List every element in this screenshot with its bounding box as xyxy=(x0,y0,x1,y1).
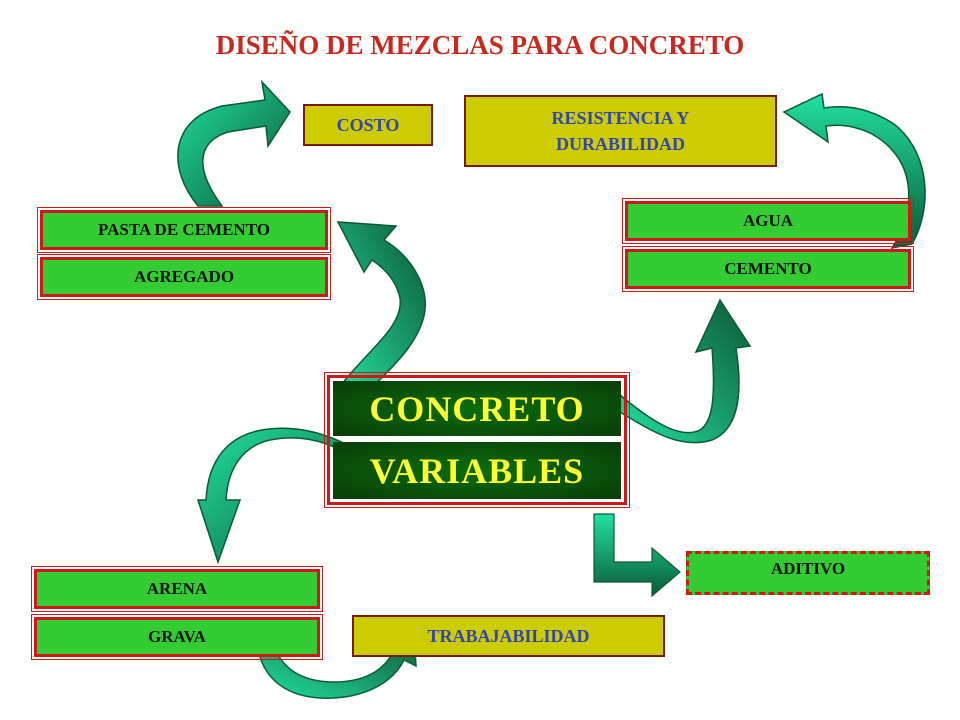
trabajabilidad-box: TRABAJABILIDAD xyxy=(352,615,665,657)
arena-box: ARENA xyxy=(31,566,323,612)
concreto-label: CONCRETO xyxy=(369,388,585,429)
arrow-concreto-to-cemento xyxy=(619,298,752,444)
arrow-grava-to-trabajabilidad xyxy=(257,632,417,699)
arrow-variables-to-pasta xyxy=(336,221,426,389)
agua-label: AGUA xyxy=(742,211,794,230)
costo-box: COSTO xyxy=(303,104,433,146)
agregado-label: AGREGADO xyxy=(133,267,235,286)
concreto-box: CONCRETO xyxy=(333,381,621,436)
agua-box: AGUA xyxy=(622,198,914,244)
cemento-label: CEMENTO xyxy=(724,259,812,278)
arrow-pasta-to-costo xyxy=(177,79,291,207)
grava-box: GRAVA xyxy=(31,614,323,660)
grava-label: GRAVA xyxy=(148,627,206,646)
center-frame xyxy=(324,372,630,508)
variables-box: VARIABLES xyxy=(333,442,621,499)
trabajabilidad-label: TRABAJABILIDAD xyxy=(427,625,590,646)
pasta-box: PASTA DE CEMENTO xyxy=(37,207,331,253)
cemento-box: CEMENTO xyxy=(622,246,914,292)
agregado-box: AGREGADO xyxy=(37,254,331,300)
arrow-agua-to-resistencia xyxy=(782,92,926,250)
diagram-title: DISEÑO DE MEZCLAS PARA CONCRETO xyxy=(215,30,745,60)
variables-label: VARIABLES xyxy=(369,450,585,491)
resistencia-label: RESISTENCIA Y DURABILIDAD xyxy=(551,107,690,154)
arrow-variables-to-aditivo xyxy=(593,513,681,598)
costo-label: COSTO xyxy=(336,114,400,135)
aditivo-label: ADITIVO xyxy=(770,559,846,578)
arrow-variables-to-arena xyxy=(196,427,362,565)
arena-label: ARENA xyxy=(146,579,208,598)
pasta-label: PASTA DE CEMENTO xyxy=(98,220,270,239)
resistencia-box: RESISTENCIA Y DURABILIDAD xyxy=(464,95,777,167)
aditivo-box: ADITIVO xyxy=(686,551,930,595)
